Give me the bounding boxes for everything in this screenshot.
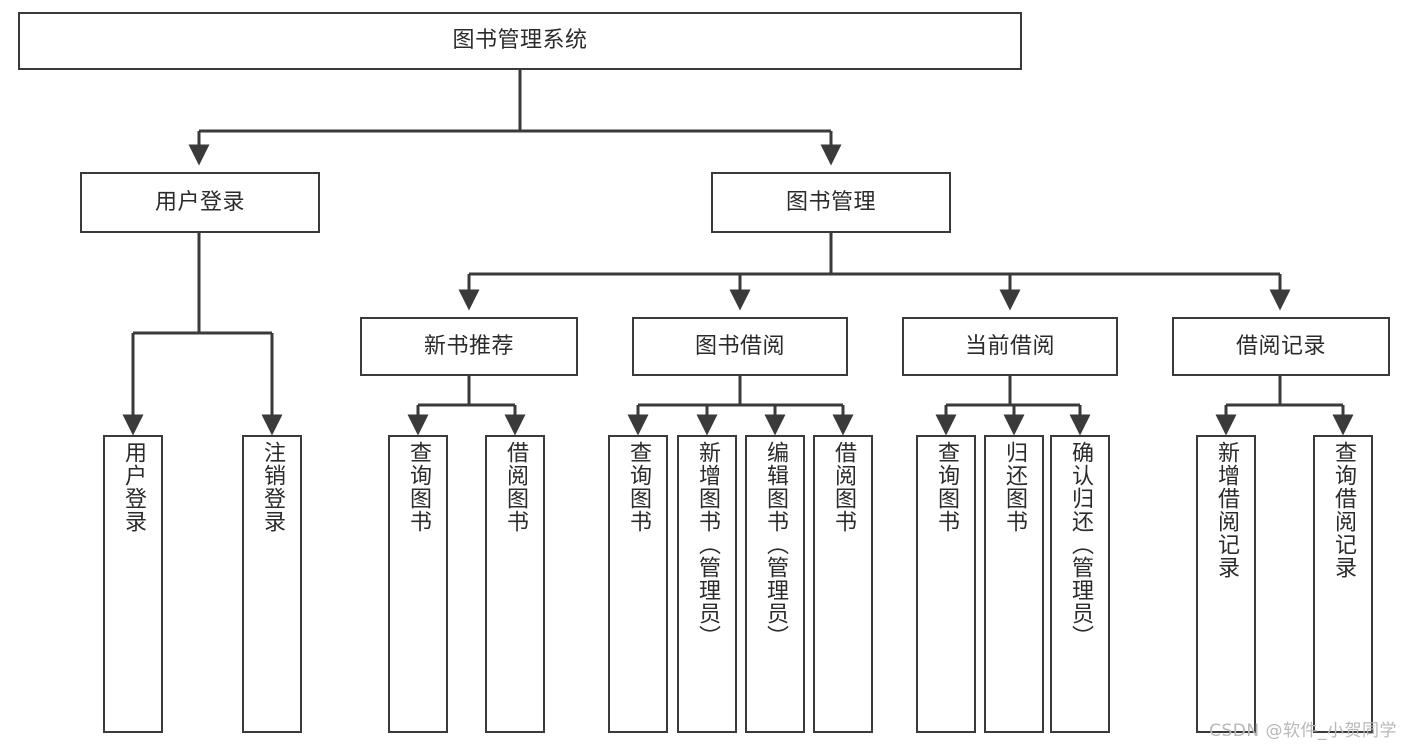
node-borrow-record-label: 借阅记录: [1235, 333, 1326, 359]
leaf-current-confirm-return[interactable]: 确认归还（管理员）: [1050, 435, 1110, 733]
leaf-user-login-signin[interactable]: 用户登录: [103, 435, 163, 733]
leaf-current-return-book-label: 归还图书: [1002, 441, 1027, 533]
node-book-management-label: 图书管理: [785, 189, 876, 215]
leaf-user-login-signout[interactable]: 注销登录: [242, 435, 302, 733]
leaf-recommend-borrow-book-label: 借阅图书: [503, 441, 528, 533]
leaf-current-query-book[interactable]: 查询图书: [916, 435, 976, 733]
leaf-record-add-record-label: 新增借阅记录: [1214, 441, 1239, 579]
node-root[interactable]: 图书管理系统: [18, 12, 1022, 70]
leaf-recommend-query-book[interactable]: 查询图书: [388, 435, 448, 733]
leaf-recommend-query-book-label: 查询图书: [406, 441, 431, 533]
leaf-borrow-query-book-label: 查询图书: [626, 441, 651, 533]
node-current-borrow[interactable]: 当前借阅: [902, 317, 1118, 376]
leaf-borrow-edit-book[interactable]: 编辑图书（管理员）: [745, 435, 805, 733]
csdn-watermark: CSDN @软件_小贺同学: [1209, 721, 1397, 741]
leaf-current-query-book-label: 查询图书: [934, 441, 959, 533]
leaf-borrow-add-book-label: 新增图书（管理员）: [695, 441, 720, 648]
leaf-current-confirm-return-label: 确认归还（管理员）: [1068, 441, 1093, 648]
leaf-borrow-borrow-book[interactable]: 借阅图书: [813, 435, 873, 733]
leaf-record-query-record[interactable]: 查询借阅记录: [1313, 435, 1373, 733]
leaf-record-add-record[interactable]: 新增借阅记录: [1196, 435, 1256, 733]
leaf-user-login-signin-label: 用户登录: [121, 441, 146, 533]
leaf-borrow-query-book[interactable]: 查询图书: [608, 435, 668, 733]
leaf-borrow-add-book[interactable]: 新增图书（管理员）: [677, 435, 737, 733]
node-book-borrow-label: 图书借阅: [694, 333, 785, 359]
leaf-record-query-record-label: 查询借阅记录: [1331, 441, 1356, 579]
leaf-user-login-signout-label: 注销登录: [260, 441, 285, 533]
leaf-borrow-edit-book-label: 编辑图书（管理员）: [763, 441, 788, 648]
node-book-borrow[interactable]: 图书借阅: [632, 317, 848, 376]
node-root-label: 图书管理系统: [452, 28, 588, 54]
node-user-login-label: 用户登录: [154, 189, 245, 215]
leaf-current-return-book[interactable]: 归还图书: [984, 435, 1044, 733]
leaf-borrow-borrow-book-label: 借阅图书: [831, 441, 856, 533]
node-user-login[interactable]: 用户登录: [80, 172, 320, 233]
node-borrow-record[interactable]: 借阅记录: [1172, 317, 1390, 376]
node-current-borrow-label: 当前借阅: [964, 333, 1055, 359]
node-book-management[interactable]: 图书管理: [711, 172, 951, 233]
node-new-book-recommend-label: 新书推荐: [423, 333, 514, 359]
leaf-recommend-borrow-book[interactable]: 借阅图书: [485, 435, 545, 733]
node-new-book-recommend[interactable]: 新书推荐: [360, 317, 578, 376]
